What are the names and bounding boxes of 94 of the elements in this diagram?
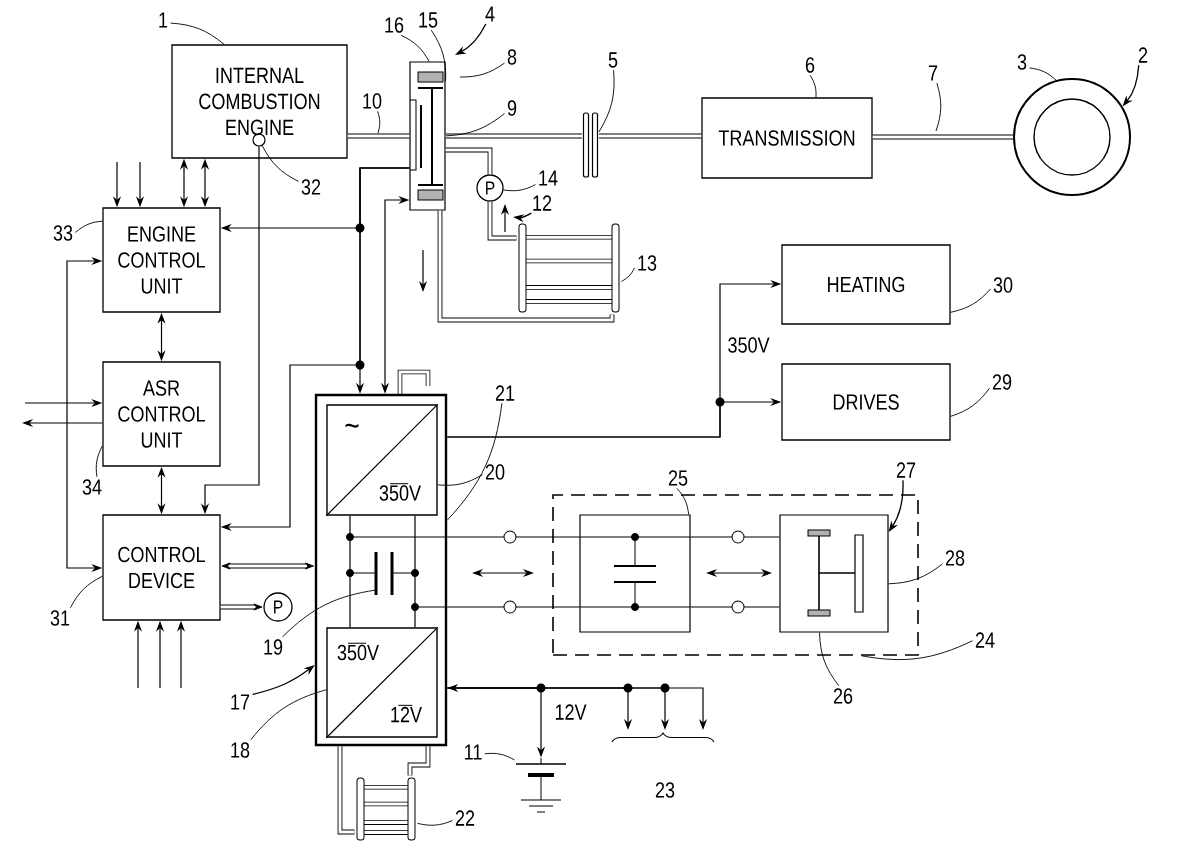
callout-number: 22	[455, 810, 475, 826]
callout-number: 13	[638, 255, 657, 271]
leader-line	[70, 575, 103, 609]
callout-number: 20	[485, 464, 505, 480]
control-unit-box: ASR CONTROL UNIT	[102, 361, 221, 467]
leader-line	[170, 22, 225, 45]
callout-number: 29	[992, 374, 1012, 390]
callout-number: 14	[539, 170, 558, 186]
callout-number: 21	[495, 385, 515, 401]
callout-number: 24	[975, 632, 995, 648]
leader-line	[819, 632, 840, 687]
callout-number: 1	[159, 12, 168, 28]
clutch-drawing	[582, 112, 599, 178]
callout-number: 23	[655, 782, 675, 798]
capacitor-box	[579, 514, 691, 633]
converter-box: 350V 12V	[325, 626, 439, 739]
callout-number: 25	[668, 470, 688, 486]
leader-line	[1029, 67, 1057, 81]
converter-box: ~ 350V	[325, 403, 439, 517]
load-box: DRIVES	[781, 363, 951, 441]
shaft	[487, 201, 517, 241]
callout-number: 17	[231, 694, 250, 710]
shaft	[599, 133, 702, 139]
shaft	[337, 746, 355, 835]
callout-number: 5	[608, 52, 618, 68]
callout-number: 3	[1017, 54, 1027, 70]
callout-number: 10	[363, 93, 382, 109]
callout-number: 8	[507, 49, 517, 65]
leader-line	[459, 62, 505, 78]
leader-line	[445, 113, 505, 137]
leader-line	[950, 387, 990, 417]
radiator-drawing	[518, 223, 620, 313]
callout-number: 2	[1138, 47, 1148, 63]
callout-number: 18	[231, 742, 250, 758]
shaft	[445, 147, 493, 175]
leader-line	[888, 563, 943, 585]
flywheel-box	[779, 514, 889, 633]
leader-line	[377, 110, 381, 134]
leader-line	[400, 34, 430, 62]
edge-label: 12V	[553, 703, 588, 721]
leader-line	[621, 267, 635, 282]
leader-line	[437, 474, 483, 486]
callout-number: 31	[50, 610, 70, 626]
callout-number: 9	[507, 100, 517, 116]
callout-number: 34	[82, 479, 102, 495]
leader-line	[809, 74, 817, 98]
leader-line	[503, 184, 536, 192]
control-unit-box: CONTROL DEVICE	[102, 514, 221, 621]
arrow	[220, 603, 263, 611]
callout-number: 19	[264, 639, 283, 655]
leader-line	[95, 445, 103, 478]
leader-line	[484, 752, 515, 761]
leader-line	[417, 820, 453, 826]
callout-number: 28	[945, 550, 965, 566]
callout-number: 26	[833, 688, 853, 704]
callout-number: 12	[533, 195, 552, 211]
transmission-box: TRANSMISSION	[701, 97, 873, 179]
edge-label: 350V	[726, 336, 771, 354]
control-unit-box: ENGINE CONTROL UNIT	[102, 207, 221, 313]
leader-line	[950, 288, 991, 313]
callout-number: 32	[301, 179, 321, 195]
leader-line	[261, 145, 299, 182]
callout-number: 33	[53, 225, 73, 241]
callout-number: 7	[928, 65, 938, 81]
leader-line	[250, 689, 327, 741]
leader-line	[935, 82, 942, 132]
leader-line	[430, 29, 447, 82]
load-box: HEATING	[781, 244, 951, 325]
shaft	[347, 133, 410, 139]
leader-line	[861, 640, 973, 661]
shaft	[437, 210, 615, 323]
converter-housing	[314, 393, 448, 747]
wheel-drawing	[1013, 78, 1131, 196]
callout-number: 4	[485, 6, 495, 22]
leader-line	[446, 402, 503, 521]
arrow	[221, 562, 314, 570]
engine-box: INTERNAL COMBUSTION ENGINE	[171, 44, 348, 159]
radiator-drawing	[356, 777, 416, 841]
callout-number: 11	[465, 744, 482, 760]
callout-number: 27	[896, 462, 916, 478]
callout-number: 30	[993, 277, 1013, 293]
callout-number: 16	[385, 17, 404, 33]
leader-line	[75, 220, 103, 233]
shaft	[407, 746, 431, 776]
battery-symbol	[515, 757, 567, 813]
callout-number: 15	[419, 12, 438, 28]
shaft	[872, 134, 1013, 140]
storage-outline	[552, 494, 919, 656]
clutch-drawing	[409, 61, 446, 211]
callout-number: 6	[805, 57, 815, 73]
shaft	[445, 133, 582, 139]
leader-line	[282, 589, 377, 638]
leader-line	[676, 487, 690, 515]
leader-line	[598, 69, 615, 133]
